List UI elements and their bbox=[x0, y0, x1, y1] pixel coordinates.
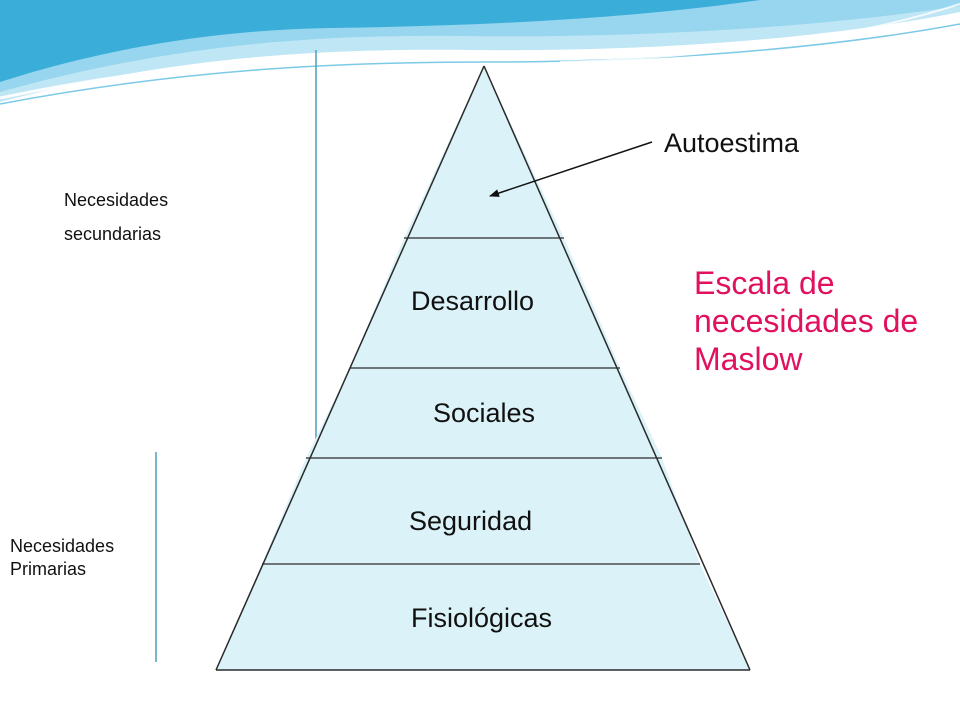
pyramid-level-desarrollo bbox=[350, 238, 620, 368]
secondary-needs-label: Necesidades secundarias bbox=[64, 183, 168, 251]
callout-label-autoestima: Autoestima bbox=[664, 128, 800, 158]
level-label-fisiologicas: Fisiológicas bbox=[411, 603, 553, 633]
level-label-seguridad: Seguridad bbox=[409, 506, 533, 536]
level-label-desarrollo: Desarrollo bbox=[411, 286, 535, 316]
wave-blue-streak bbox=[0, 23, 960, 105]
level-label-sociales: Sociales bbox=[433, 398, 536, 428]
wave-right-streak bbox=[559, 3, 960, 63]
pyramid-level-fisiologicas bbox=[216, 564, 750, 670]
pyramid-level-apex bbox=[404, 66, 564, 238]
primary-needs-line-2: Primarias bbox=[10, 559, 87, 580]
secondary-needs-line-2: secundarias bbox=[64, 224, 162, 245]
callout-arrow bbox=[489, 141, 653, 197]
secondary-needs-line-1: Necesidades bbox=[64, 190, 169, 210]
wave-dark-band bbox=[0, 0, 760, 82]
page-title: Escala de necesidades de Maslow bbox=[694, 265, 919, 377]
pyramid bbox=[215, 65, 751, 671]
primary-needs-line-1: Necesidades bbox=[10, 536, 115, 556]
header-wave-decoration bbox=[0, 0, 960, 105]
primary-needs-label: Necesidades Primarias bbox=[10, 535, 114, 582]
pyramid-level-seguridad bbox=[262, 458, 700, 564]
pyramid-level-sociales bbox=[306, 368, 662, 458]
